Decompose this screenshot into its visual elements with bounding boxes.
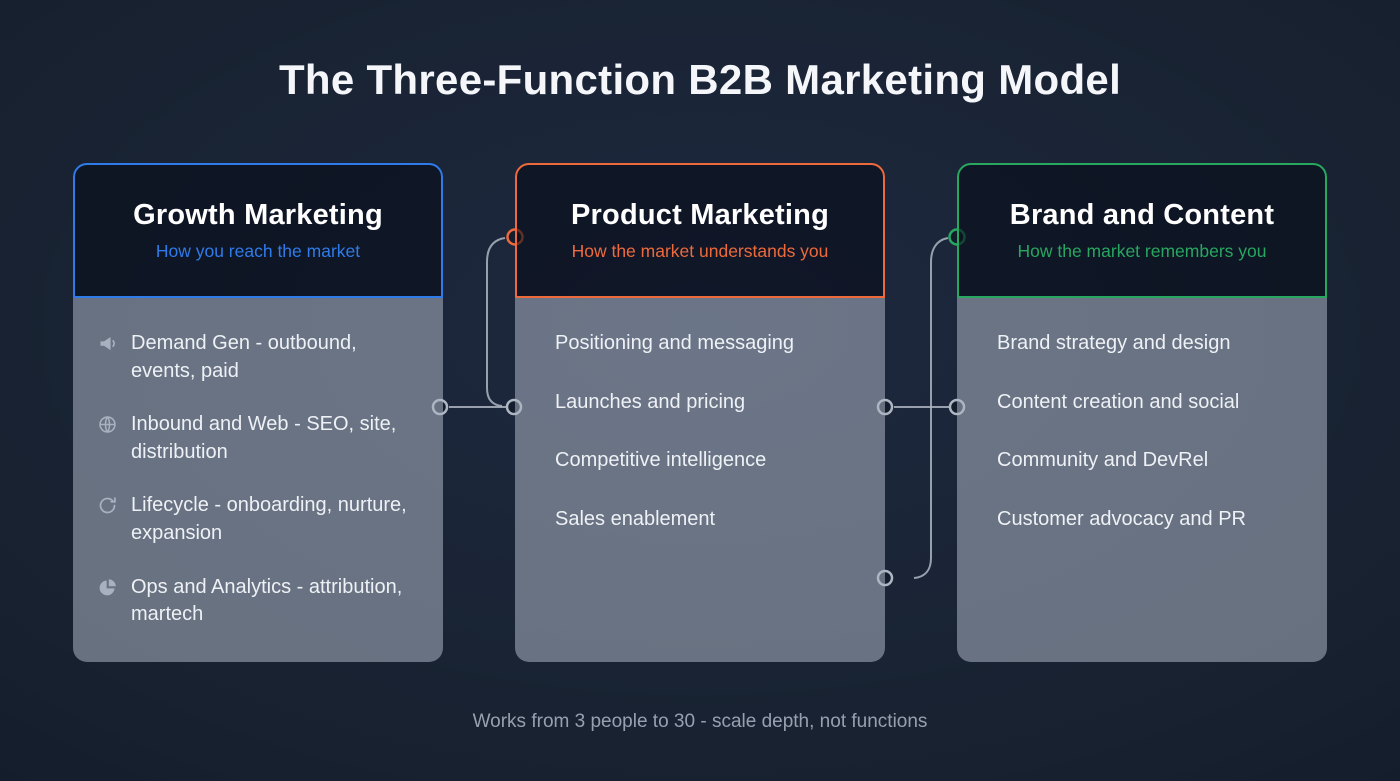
card-growth-marketing: Growth Marketing How you reach the marke… <box>73 163 443 662</box>
card-title: Growth Marketing <box>133 199 383 231</box>
list-item-text: Competitive intelligence <box>555 449 767 472</box>
list-item: Ops and Analytics - attribution, martech <box>97 574 419 629</box>
list-item: Inbound and Web - SEO, site, distributio… <box>97 411 419 466</box>
card-subtitle: How the market remembers you <box>1017 241 1267 261</box>
list-item: Launches and pricing <box>555 389 855 417</box>
card-title: Brand and Content <box>1009 199 1275 231</box>
list-item-text: Ops and Analytics - attribution, martech <box>131 575 403 626</box>
list-item-text: Demand Gen - outbound, events, paid <box>131 332 357 382</box>
list-item: Positioning and messaging <box>555 330 855 358</box>
list-item-text: Inbound and Web - SEO, site, distributio… <box>131 413 397 463</box>
page-title: The Three-Function B2B Marketing Model <box>278 56 1122 103</box>
list-item: Customer advocacy and PR <box>997 506 1297 534</box>
list-item-text: Community and DevRel <box>997 449 1209 472</box>
list-item: Brand strategy and design <box>997 330 1297 358</box>
cards-row: Growth Marketing How you reach the marke… <box>73 163 1327 662</box>
list-item: Community and DevRel <box>997 447 1297 475</box>
card-product-marketing: Product Marketing How the market underst… <box>515 163 885 662</box>
pie-chart-icon <box>97 577 118 629</box>
card-subtitle: How you reach the market <box>155 241 361 261</box>
globe-icon <box>97 414 118 466</box>
card-subtitle: How the market understands you <box>571 241 829 261</box>
card-brand-and-content: Brand and Content How the market remembe… <box>957 163 1327 662</box>
card-header: Growth Marketing How you reach the marke… <box>73 163 443 298</box>
list-item: Lifecycle - onboarding, nurture, expansi… <box>97 492 419 547</box>
footnote: Works from 3 people to 30 - scale depth,… <box>472 711 928 732</box>
card-header: Product Marketing How the market underst… <box>515 163 885 298</box>
list-item: Content creation and social <box>997 389 1297 417</box>
card-header: Brand and Content How the market remembe… <box>957 163 1327 298</box>
megaphone-icon <box>97 333 118 385</box>
list-item-text: Launches and pricing <box>555 390 746 413</box>
list-item-text: Sales enablement <box>555 507 716 530</box>
list-item-text: Lifecycle - onboarding, nurture, expansi… <box>131 494 407 544</box>
list-item-text: Content creation and social <box>997 390 1240 413</box>
list-item: Demand Gen - outbound, events, paid <box>97 330 419 385</box>
card-title: Product Marketing <box>571 199 829 231</box>
list-item: Sales enablement <box>555 506 855 534</box>
list-item-text: Customer advocacy and PR <box>997 507 1247 530</box>
refresh-icon <box>97 495 118 547</box>
list-item: Competitive intelligence <box>555 447 855 475</box>
list-item-text: Brand strategy and design <box>997 332 1231 354</box>
list-item-text: Positioning and messaging <box>555 332 795 354</box>
